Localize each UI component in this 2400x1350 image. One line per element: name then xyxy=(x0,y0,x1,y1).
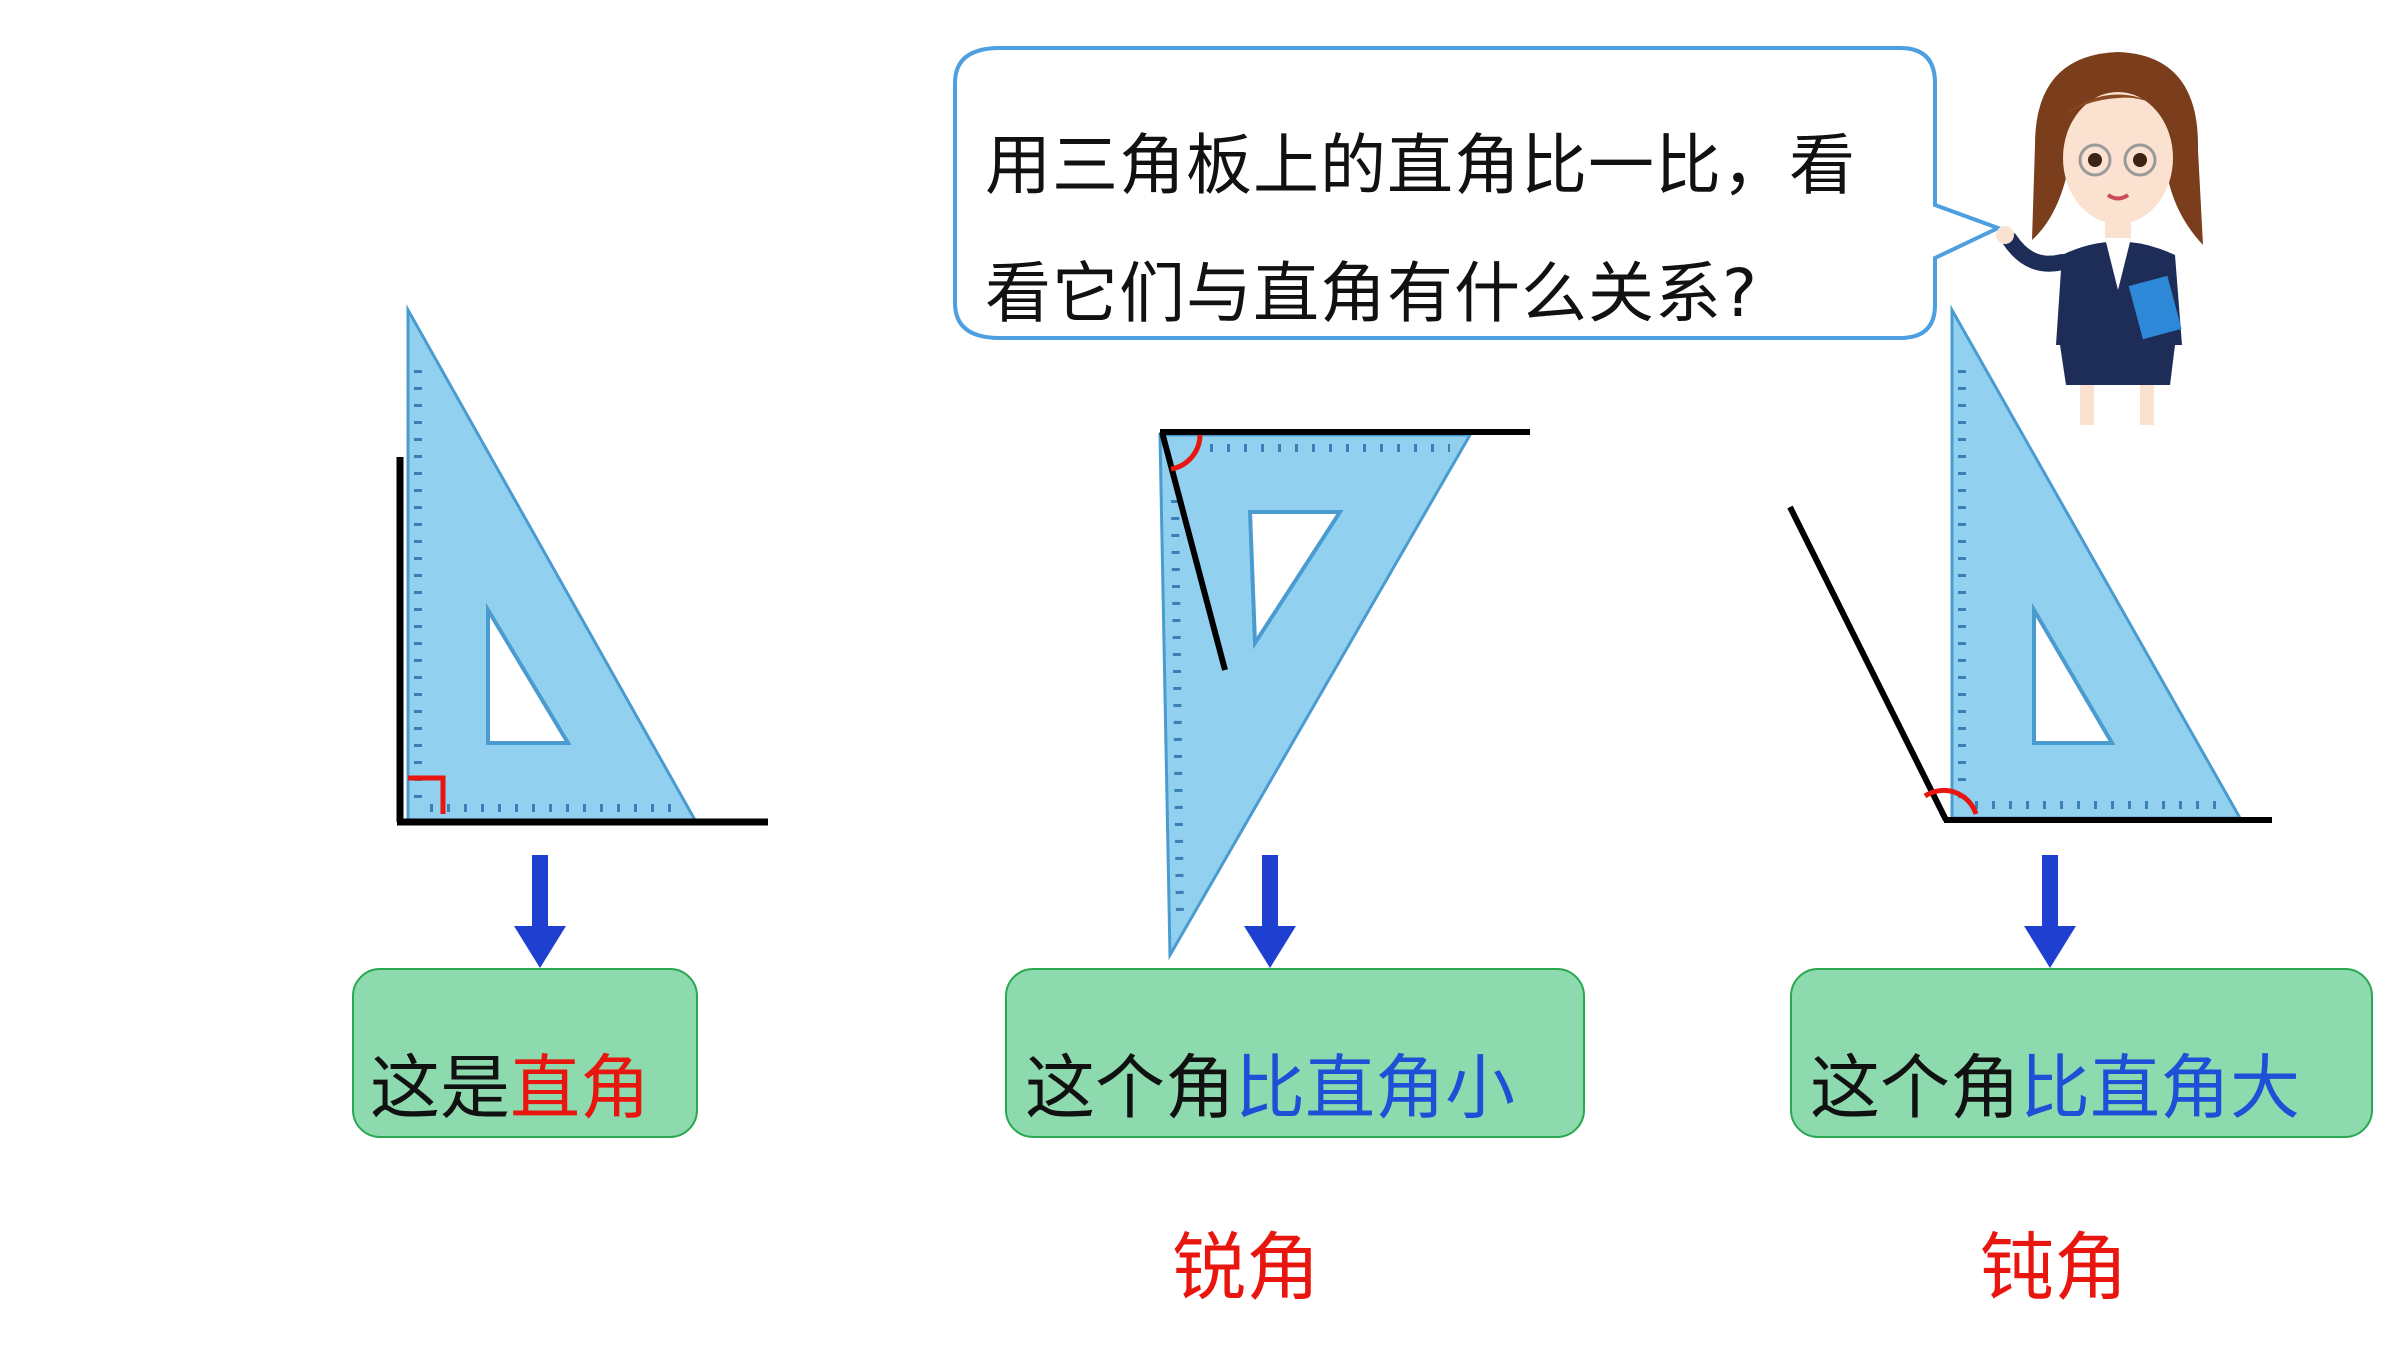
right-angle-box xyxy=(352,968,698,1138)
box-highlight: 比直角小 xyxy=(1235,1047,1515,1129)
box-highlight: 直角 xyxy=(510,1047,650,1129)
triangle-ruler-middle xyxy=(1158,433,1473,961)
down-arrow-icon xyxy=(514,855,566,968)
speech-bubble-line-1: 用三角板上的直角比一比，看 xyxy=(985,127,1856,204)
box-prefix: 这个角 xyxy=(1025,1047,1235,1129)
obtuse-angle-box-text: 这个角比直角大 xyxy=(1810,1032,2300,1133)
box-prefix: 这个角 xyxy=(1810,1047,2020,1129)
right-angle-box-text: 这是直角 xyxy=(370,1032,650,1133)
acute-angle-box-text: 这个角比直角小 xyxy=(1025,1032,1515,1133)
speech-bubble-line-2: 看它们与直角有什么关系? xyxy=(985,255,1759,332)
obtuse-angle-box xyxy=(1790,968,2373,1138)
acute-angle-slanted-side xyxy=(1159,431,1228,671)
obtuse-angle-term: 钝角 xyxy=(1980,1225,2128,1311)
acute-angle-term: 锐角 xyxy=(1172,1225,1320,1311)
box-highlight: 比直角大 xyxy=(2020,1047,2300,1129)
obtuse-angle-mark xyxy=(1923,787,1979,815)
acute-angle-mark xyxy=(1170,434,1203,472)
triangle-ruler-left xyxy=(406,304,698,822)
down-arrow-icon xyxy=(1244,855,1296,968)
triangle-ruler-right xyxy=(1950,304,2243,820)
right-angle-mark xyxy=(408,775,446,814)
teacher-illustration xyxy=(1996,52,2203,425)
down-arrow-icon xyxy=(2024,855,2076,968)
acute-angle-box xyxy=(1005,968,1585,1138)
speech-bubble xyxy=(953,46,2004,340)
box-prefix: 这是 xyxy=(370,1047,510,1129)
obtuse-angle-slanted-side xyxy=(1787,505,1949,822)
